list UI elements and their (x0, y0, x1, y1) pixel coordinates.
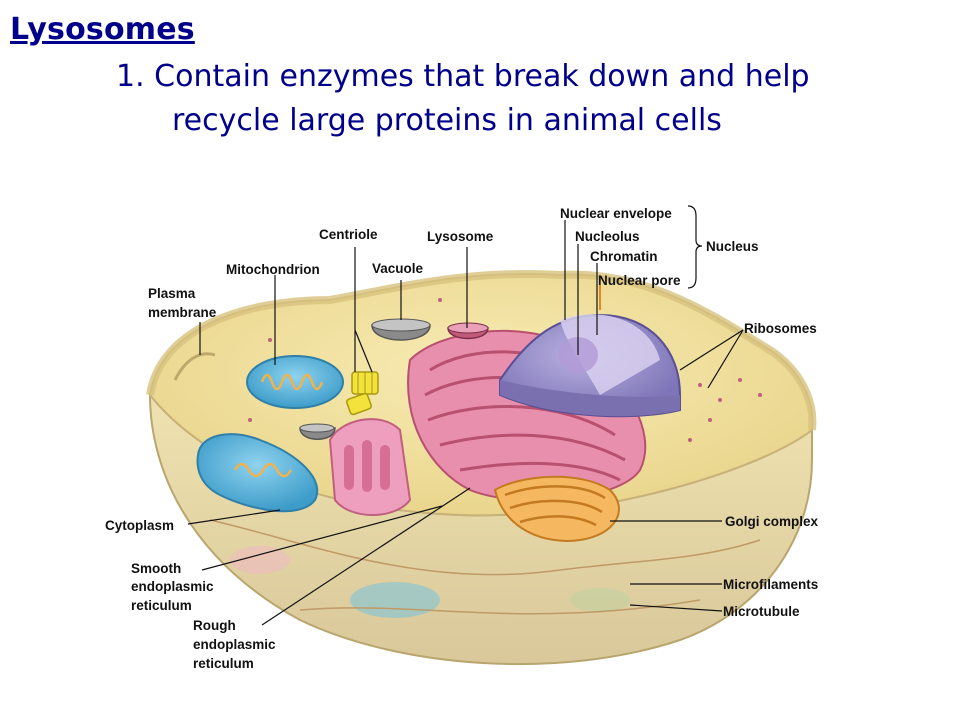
bullet-point: 1. Contain enzymes that break down and h… (116, 55, 946, 143)
label-smooth: Smooth (131, 561, 181, 576)
label-cytoplasm: Cytoplasm (105, 518, 174, 533)
label-nucleus: Nucleus (706, 239, 759, 254)
point-number: 1. (116, 59, 145, 94)
lysosome (447, 322, 489, 340)
label-nuclear-pore: Nuclear pore (598, 273, 681, 288)
plasma-membrane (146, 270, 817, 431)
centriole (346, 371, 379, 416)
label-microtubule: Microtubule (723, 604, 800, 619)
vacuole (371, 318, 431, 341)
point-line-1: Contain enzymes that break down and help (154, 59, 810, 94)
label-nuclear-envelope: Nuclear envelope (560, 206, 672, 221)
label-vacuole: Vacuole (372, 261, 424, 276)
point-line-2: recycle large proteins in animal cells (172, 103, 722, 138)
label-rough-er-2: endoplasmic (193, 637, 276, 652)
label-plasma: Plasma (148, 286, 196, 301)
label-mitochondrion: Mitochondrion (226, 262, 320, 277)
label-chromatin: Chromatin (590, 249, 658, 264)
nucleus (499, 313, 681, 418)
label-rough-er-3: reticulum (193, 656, 254, 671)
label-microfilaments: Microfilaments (723, 577, 818, 592)
label-centriole: Centriole (319, 227, 378, 242)
label-smooth-er-3: reticulum (131, 598, 192, 613)
mitochondrion-lower (196, 433, 319, 513)
label-membrane: membrane (148, 305, 217, 320)
label-golgi-complex: Golgi complex (725, 514, 819, 529)
smooth-er (328, 418, 412, 516)
label-nucleolus: Nucleolus (575, 229, 640, 244)
slide-title: Lysosomes (10, 12, 195, 47)
label-ribosomes: Ribosomes (744, 321, 817, 336)
label-smooth-er-2: endoplasmic (131, 579, 214, 594)
label-rough: Rough (193, 618, 236, 633)
label-lysosome: Lysosome (427, 229, 494, 244)
golgi-complex (493, 475, 620, 542)
mitochondrion-upper (246, 355, 344, 409)
